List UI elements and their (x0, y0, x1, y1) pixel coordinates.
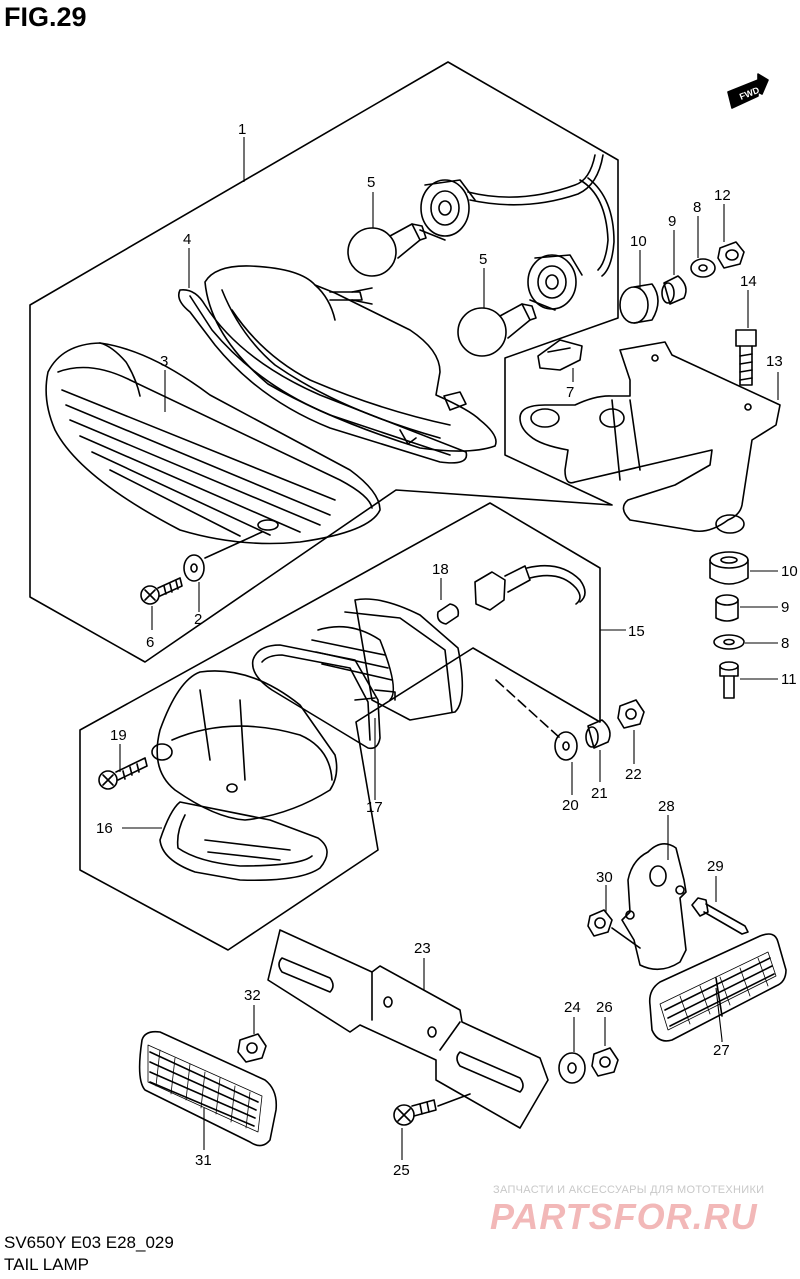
license-lamp-socket (474, 564, 586, 611)
callout-9-upper: 9 (668, 213, 676, 230)
washer-part-8-upper (690, 258, 716, 278)
gasket-part-4 (177, 288, 468, 464)
callout-10-lower: 10 (781, 563, 798, 580)
callout-12: 12 (714, 187, 731, 204)
collar-part-9-lower (715, 594, 739, 622)
bolt-part-14 (735, 329, 757, 386)
callout-16: 16 (96, 820, 113, 837)
reflector-part-27 (648, 933, 787, 1042)
leader-washer-lens (204, 531, 263, 559)
assembly-1-boundary (29, 61, 619, 663)
assembly-15-boundary (79, 502, 601, 951)
collar-part-21 (585, 719, 611, 749)
callout-15: 15 (628, 623, 645, 640)
callout-30: 30 (596, 869, 613, 886)
socket-harness (419, 154, 615, 311)
callout-9-lower: 9 (781, 599, 789, 616)
callout-32: 32 (244, 987, 261, 1004)
callout-5-lower: 5 (479, 251, 487, 268)
figure-caption: TAIL LAMP (4, 1255, 90, 1274)
bulb-part-5-upper (347, 223, 427, 277)
housing-body (204, 265, 497, 452)
callout-7: 7 (566, 384, 574, 401)
bulb-part-18 (436, 603, 460, 625)
clip-part-7 (537, 339, 583, 371)
watermark-tagline: ЗАПЧАСТИ И АКСЕССУАРЫ ДЛЯ МОТОТЕХНИКИ (493, 1184, 765, 1196)
figure-title: FIG.29 (4, 2, 87, 32)
watermark-logo: PARTSFOR.RU (490, 1196, 758, 1237)
callout-26: 26 (596, 999, 613, 1016)
leader-nut-plate (611, 927, 641, 949)
screw-part-6 (140, 577, 183, 605)
callout-8-upper: 8 (693, 199, 701, 216)
bulb-part-5-lower (457, 303, 537, 357)
callout-31: 31 (195, 1152, 212, 1169)
callout-6: 6 (146, 634, 154, 651)
washer-part-20 (554, 731, 578, 761)
callout-19: 19 (110, 727, 127, 744)
callout-14: 14 (740, 273, 757, 290)
model-code: SV650Y E03 E28_029 (4, 1233, 174, 1252)
forward-arrow-icon (727, 73, 769, 109)
nut-part-22 (617, 699, 645, 729)
bracket-part-23 (267, 929, 549, 1129)
callout-11: 11 (781, 671, 797, 688)
nut-part-12 (717, 241, 745, 269)
washer-part-24 (558, 1052, 586, 1084)
washer-part-2 (183, 554, 205, 582)
gasket-part-17 (251, 644, 381, 750)
screw-part-29 (691, 897, 749, 935)
callout-1: 1 (238, 121, 246, 138)
callout-29: 29 (707, 858, 724, 875)
callout-22: 22 (625, 766, 642, 783)
callout-3: 3 (160, 353, 168, 370)
lens-part-16 (151, 670, 338, 821)
nut-part-30 (587, 909, 613, 937)
callout-24: 24 (564, 999, 581, 1016)
grommet-part-10-lower (709, 551, 749, 585)
callout-21: 21 (591, 785, 608, 802)
plate-part-28 (621, 843, 687, 971)
leader-housing-washer (495, 679, 561, 739)
callout-23: 23 (414, 940, 431, 957)
lens-part-3 (45, 342, 381, 545)
callout-5-upper: 5 (367, 174, 375, 191)
gasket-part-16 (159, 801, 328, 882)
leader-screw-bracket (437, 1093, 471, 1107)
grommet-part-10-upper (619, 283, 659, 324)
callout-10-upper: 10 (630, 233, 647, 250)
bracket-part-13 (519, 341, 781, 534)
callout-28: 28 (658, 798, 675, 815)
callout-2: 2 (194, 611, 202, 628)
nut-part-26 (591, 1047, 619, 1077)
screw-part-25 (393, 1099, 437, 1126)
callout-18: 18 (432, 561, 449, 578)
callout-25: 25 (393, 1162, 410, 1179)
callout-20: 20 (562, 797, 579, 814)
callout-27: 27 (713, 1042, 730, 1059)
reflector-part-31 (138, 1030, 278, 1147)
washer-part-8-lower (713, 634, 745, 650)
screw-part-19 (98, 757, 148, 790)
nut-part-32 (237, 1033, 267, 1063)
collar-part-9-upper (661, 275, 687, 305)
callout-8-lower: 8 (781, 635, 789, 652)
callout-17: 17 (366, 799, 383, 816)
callout-4: 4 (183, 231, 191, 248)
callout-13: 13 (766, 353, 783, 370)
bolt-part-11 (719, 661, 739, 699)
